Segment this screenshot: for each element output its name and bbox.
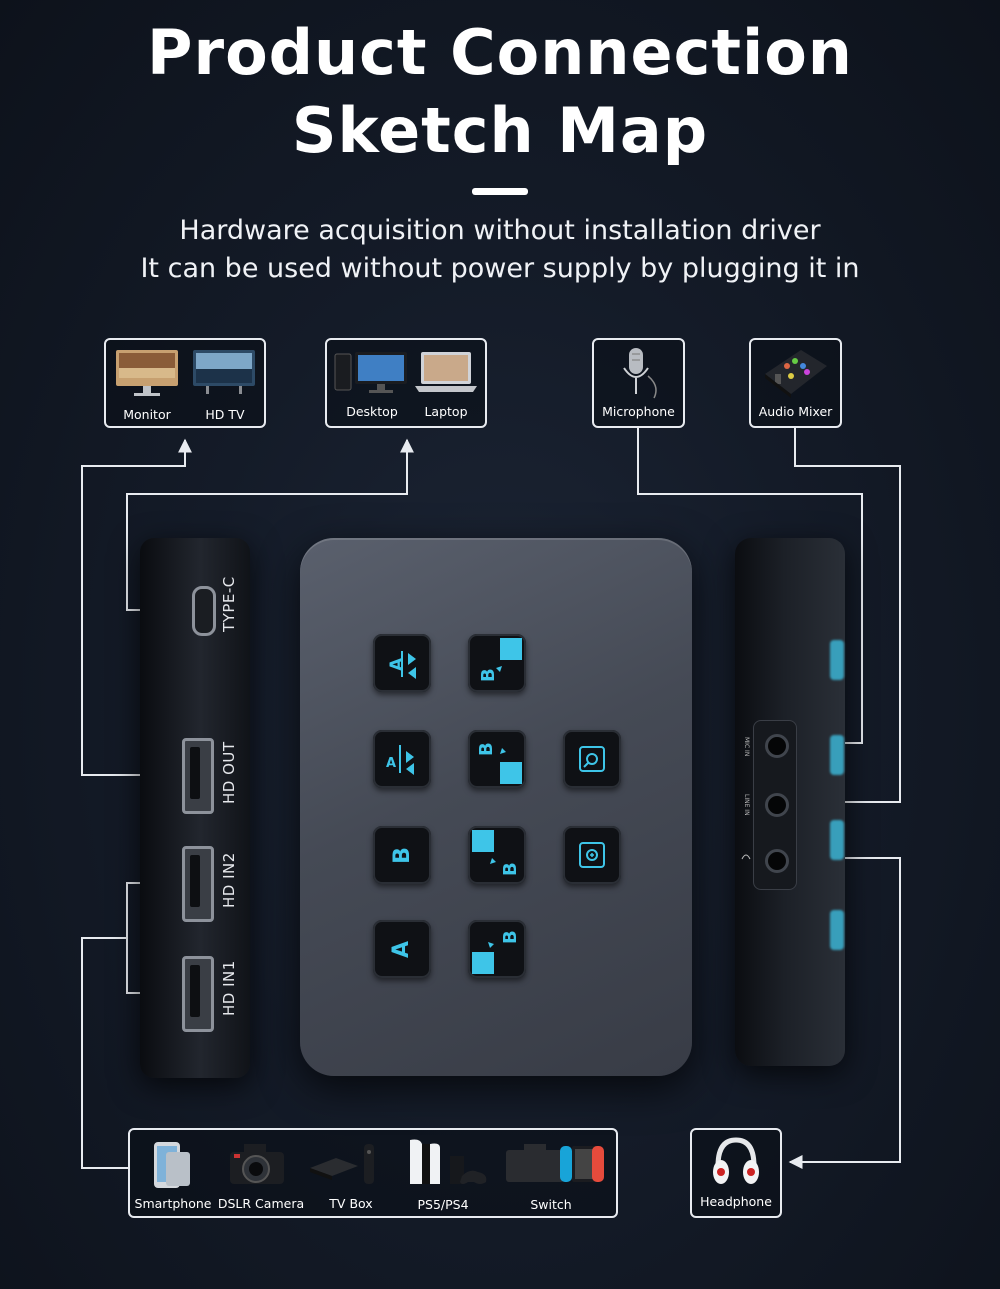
typec-port <box>192 586 216 636</box>
micin-port-label: MIC IN <box>743 737 750 757</box>
mic-in-jack <box>765 734 789 758</box>
key-glow <box>830 640 844 680</box>
key-glow <box>830 735 844 775</box>
hdin1-port <box>182 956 214 1032</box>
camera-icon <box>230 1144 284 1184</box>
key-pip-top-left[interactable]: B <box>468 826 526 884</box>
desktop-icon <box>334 352 407 393</box>
tvbox-icon <box>310 1144 374 1184</box>
svg-text:B: B <box>476 742 497 756</box>
key-swap-ab-vertical[interactable]: A <box>373 634 431 692</box>
line-hdout-monitor <box>81 438 192 776</box>
volume-plus-icon <box>579 842 605 868</box>
subtitle-line2: It can be used without power supply by p… <box>140 253 860 284</box>
display-box: Monitor HD TV <box>104 338 266 428</box>
hdin1-port-label: HD IN1 <box>220 960 238 1016</box>
switch-label: Switch <box>530 1197 572 1212</box>
microphone-label: Microphone <box>602 404 675 419</box>
svg-text:A: A <box>387 657 407 671</box>
dslr-label: DSLR Camera <box>217 1196 305 1211</box>
tvbox-label: TV Box <box>329 1196 373 1211</box>
hdin2-port-label: HD IN2 <box>220 852 238 908</box>
page-title-line2: Sketch Map <box>291 94 709 167</box>
tv-icon <box>193 350 255 394</box>
page-title-line1: Product Connection <box>147 16 853 89</box>
laptop-icon <box>415 352 477 392</box>
headphone-jack <box>765 849 789 873</box>
volume-icon <box>579 746 605 772</box>
line-in-jack <box>765 793 789 817</box>
svg-text:A: A <box>386 756 396 771</box>
pip-icon: B <box>476 742 522 784</box>
pip-icon: B <box>478 638 522 682</box>
split-swap-icon: A <box>386 745 414 775</box>
key-pip-bottom-left[interactable]: B <box>468 920 526 978</box>
key-pip-top-right[interactable]: B <box>468 634 526 692</box>
hdout-port-label: HD OUT <box>220 741 238 804</box>
key-b-label: B <box>389 846 415 864</box>
computer-box: Desktop Laptop <box>325 338 487 428</box>
key-mic-volume-up[interactable] <box>563 826 621 884</box>
mixer-icon <box>765 350 827 398</box>
line-source-main <box>81 937 128 1169</box>
line-phone-headphone <box>788 857 901 1169</box>
hdtv-label: HD TV <box>205 407 245 422</box>
monitor-icon <box>116 350 178 396</box>
linein-port-label: LINE IN <box>743 794 750 816</box>
key-swap-ab-split[interactable]: A <box>373 730 431 788</box>
ps-label: PS5/PS4 <box>417 1197 469 1212</box>
key-glow <box>830 820 844 860</box>
headphone-label: Headphone <box>700 1194 772 1209</box>
key-a-label: A <box>389 940 415 958</box>
svg-text:B: B <box>478 668 499 682</box>
svg-text:B: B <box>500 862 521 876</box>
hdout-port <box>182 738 214 814</box>
console-switch-icon <box>506 1144 604 1182</box>
smartphone-icon <box>154 1142 190 1188</box>
key-mic-volume-down[interactable] <box>563 730 621 788</box>
typec-port-label: TYPE-C <box>220 576 238 632</box>
pip-icon: B <box>472 930 521 974</box>
microphone-box: Microphone <box>592 338 685 428</box>
key-source-a[interactable]: A <box>373 920 431 978</box>
desktop-label: Desktop <box>346 404 398 419</box>
swap-icon: A <box>387 651 416 679</box>
headphone-small-icon <box>741 854 751 860</box>
line-mixer-linein <box>788 426 901 809</box>
audio-mixer-label: Audio Mixer <box>758 404 833 419</box>
microphone-icon <box>623 348 657 399</box>
key-glow <box>830 910 844 950</box>
hdin2-port <box>182 846 214 922</box>
title-divider <box>472 188 528 195</box>
key-pip-bottom-right[interactable]: B <box>468 730 526 788</box>
key-source-b[interactable]: B <box>373 826 431 884</box>
console-ps-icon <box>410 1139 487 1184</box>
laptop-label: Laptop <box>424 404 468 419</box>
headphone-box: Headphone <box>690 1128 782 1218</box>
svg-text:B: B <box>500 930 521 944</box>
mixer-box: Audio Mixer <box>749 338 842 428</box>
smartphone-label: Smartphone <box>134 1196 212 1211</box>
pip-icon: B <box>472 830 521 876</box>
source-box: Smartphone DSLR Camera TV Box PS5/PS4 Sw… <box>128 1128 618 1218</box>
headphone-icon <box>713 1137 759 1184</box>
monitor-label: Monitor <box>123 407 171 422</box>
subtitle-line1: Hardware acquisition without installatio… <box>179 215 821 246</box>
switcher-keypad <box>300 538 692 1076</box>
